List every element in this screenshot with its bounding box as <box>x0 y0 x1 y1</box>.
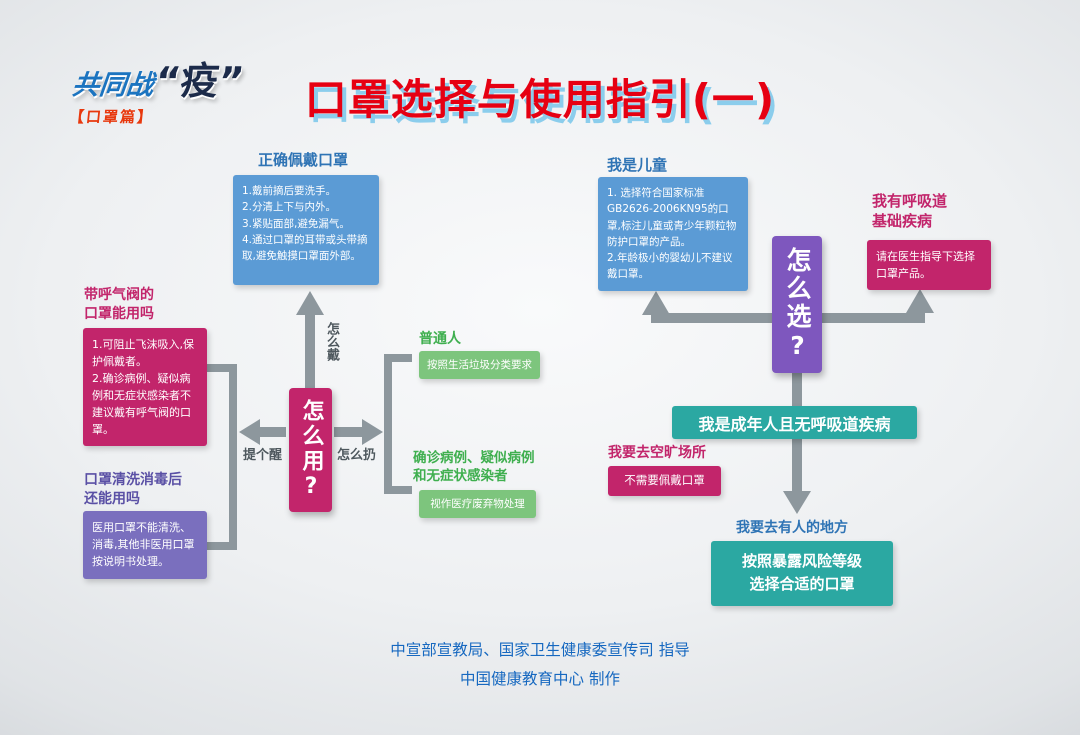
clean-box: 医用口罩不能清洗、消毒,其他非医用口罩按说明书处理。 <box>83 511 207 579</box>
discard-ordinary-box: 按照生活垃圾分类要求 <box>419 351 540 380</box>
wear-box: 1.戴前摘后要洗手。 2.分清上下与内外。 3.紧贴面部,避免漏气。 4.通过口… <box>233 175 379 285</box>
crowded-place-box: 按照暴露风险等级 选择合适的口罩 <box>711 541 893 606</box>
clean-heading: 口罩清洗消毒后 还能用吗 <box>84 472 182 507</box>
arrow-adult-to-crowded <box>783 438 811 514</box>
wear-heading: 正确佩戴口罩 <box>258 151 349 169</box>
discard-confirmed-box: 视作医疗废弃物处理 <box>419 490 536 519</box>
arrow-reminder <box>239 419 286 445</box>
arrow-label-how-to-discard: 怎么扔 <box>337 448 377 463</box>
bracket-left-questions <box>206 364 237 550</box>
valve-heading: 带呼气阀的 口罩能用吗 <box>84 287 154 322</box>
arrow-how-to-wear <box>296 291 324 390</box>
respiratory-box: 请在医生指导下选择口罩产品。 <box>867 240 991 291</box>
poster-title: 口罩选择与使用指引(一) <box>304 75 776 124</box>
footer-credit-production: 中国健康教育中心 制作 <box>460 670 620 688</box>
arrow-how-to-discard <box>334 419 383 445</box>
open-place-box: 不需要佩戴口罩 <box>608 466 721 496</box>
open-place-heading: 我要去空旷场所 <box>608 445 706 461</box>
discard-confirmed-heading: 确诊病例、疑似病例 和无症状感染者 <box>413 450 535 485</box>
child-heading: 我是儿童 <box>607 156 668 174</box>
arrow-choose-to-respiratory <box>822 289 934 323</box>
child-box: 1. 选择符合国家标准GB2626-2006KN95的口罩,标注儿童或青少年颗粒… <box>598 177 748 291</box>
discard-ordinary-heading: 普通人 <box>419 331 461 347</box>
how-to-choose-hub: 怎么选? <box>772 236 822 373</box>
adult-no-respiratory-bar: 我是成年人且无呼吸道疾病 <box>672 406 917 439</box>
arrow-label-how-to-wear: 怎么戴 <box>324 322 339 361</box>
arrow-choose-to-child <box>642 291 772 323</box>
respiratory-heading: 我有呼吸道 基础疾病 <box>872 192 948 231</box>
footer-credit-guidance: 中宣部宣教局、国家卫生健康委宣传司 指导 <box>390 641 690 659</box>
valve-box: 1.可阻止飞沫吸入,保护佩戴者。 2.确诊病例、疑似病例和无症状感染者不建议戴有… <box>83 328 207 447</box>
crowded-place-heading: 我要去有人的地方 <box>736 520 848 536</box>
bracket-discard-options <box>384 354 412 494</box>
arrow-label-reminder: 提个醒 <box>243 448 283 463</box>
how-to-use-hub: 怎么用? <box>289 388 332 512</box>
